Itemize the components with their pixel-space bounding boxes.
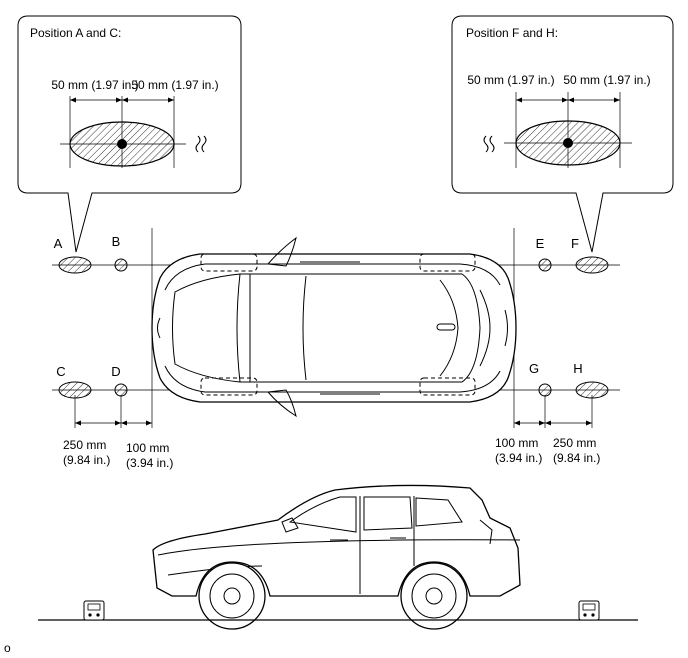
dim-right-250-mm: 250 mm — [553, 436, 596, 450]
position-b-label: B — [112, 234, 121, 249]
position-b-area — [114, 258, 128, 272]
callout-right-dim-1: 50 mm (1.97 in.) — [467, 73, 554, 87]
position-h-label: H — [573, 361, 582, 376]
position-g-label: G — [529, 361, 539, 376]
position-f-label: F — [571, 236, 579, 251]
side-mirror — [281, 517, 299, 533]
vehicle-top-view — [151, 236, 517, 418]
measurement-point — [117, 139, 127, 149]
side-mirror — [267, 389, 297, 418]
dim-left-100-in: (3.94 in.) — [126, 456, 173, 470]
position-a-area — [58, 256, 92, 274]
measurement-point — [563, 138, 573, 148]
tester-device-icon — [83, 600, 105, 621]
callout-left-dim-2: 50 mm (1.97 in.) — [131, 78, 218, 92]
position-h-area — [575, 381, 609, 399]
position-c-label: C — [56, 364, 65, 379]
dim-left-250-mm: 250 mm — [63, 438, 106, 452]
wave-icon — [483, 135, 495, 153]
callout-left: Position A and C: 50 mm (1.97 in.) 50 mm… — [17, 15, 242, 253]
position-a-label: A — [54, 236, 63, 251]
rear-wheel — [400, 562, 468, 630]
callout-right: Position F and H: 50 mm (1.97 in.) 50 mm… — [451, 15, 674, 253]
position-e-label: E — [536, 236, 545, 251]
position-f-area — [575, 256, 609, 274]
position-d-area — [114, 383, 128, 397]
callout-left-title: Position A and C: — [30, 26, 121, 40]
dim-right-100-mm: 100 mm — [495, 436, 538, 450]
dimension-labels: 250 mm (9.84 in.) 100 mm (3.94 in.) 100 … — [63, 436, 600, 470]
dim-left-250-in: (9.84 in.) — [63, 453, 110, 467]
dim-right-100-in: (3.94 in.) — [495, 451, 542, 465]
position-d-label: D — [111, 364, 120, 379]
vehicle-side-view — [152, 484, 521, 630]
dim-right-250-in: (9.84 in.) — [553, 451, 600, 465]
callout-right-dim-2: 50 mm (1.97 in.) — [563, 73, 650, 87]
position-e-area — [538, 258, 552, 272]
figure-code: o — [4, 641, 11, 655]
position-c-area — [58, 381, 92, 399]
dim-left-100-mm: 100 mm — [126, 441, 169, 455]
tester-device-icon — [578, 600, 600, 621]
position-markers: A B C D E F G H — [54, 234, 609, 399]
wave-icon — [195, 135, 207, 153]
front-wheel — [198, 562, 266, 630]
callout-right-title: Position F and H: — [466, 26, 558, 40]
position-g-area — [538, 383, 552, 397]
callout-left-dim-1: 50 mm (1.97 in.) — [51, 78, 138, 92]
side-mirror — [267, 236, 297, 267]
